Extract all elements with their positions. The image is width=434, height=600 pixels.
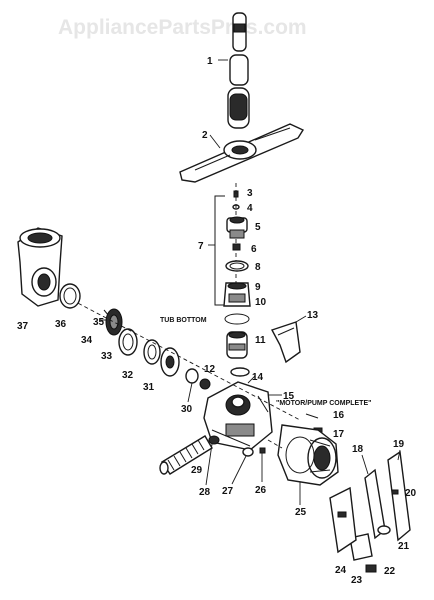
part-32-ring [143, 339, 161, 365]
callout-33: 33 [101, 351, 113, 362]
part-11-seal [226, 331, 248, 359]
callout-16: 16 [333, 410, 345, 421]
callout-29: 29 [191, 465, 203, 476]
part-28-gasket [208, 435, 220, 445]
callout-36: 36 [55, 319, 67, 330]
callout-5: 5 [255, 222, 261, 233]
part-5-hub [226, 216, 248, 239]
callout-26: 26 [255, 485, 267, 496]
callout-10: 10 [255, 297, 267, 308]
part-16-clip [305, 413, 319, 419]
callout-30: 30 [181, 404, 193, 415]
part-8-o-ring [225, 260, 249, 272]
callout-14: 14 [252, 372, 264, 383]
callout-23: 23 [351, 575, 363, 586]
callout-31: 31 [143, 382, 155, 393]
part-30-washer [185, 368, 211, 390]
callout-13: 13 [307, 310, 319, 321]
part-13-shield [270, 321, 301, 364]
part-29-drain-hose [159, 435, 213, 475]
callout-35: 35 [93, 317, 105, 328]
callout-25: 25 [295, 507, 307, 518]
callout-28: 28 [199, 487, 211, 498]
callout-20: 20 [405, 488, 417, 499]
part-27-clamp [242, 447, 254, 457]
part-26-screw [259, 447, 266, 454]
callout-6: 6 [251, 244, 257, 255]
part-35-chopper [105, 308, 123, 336]
callout-19: 19 [393, 439, 405, 450]
tub-bottom-ring [224, 313, 250, 325]
part-25-motor [277, 424, 339, 486]
callout-11: 11 [255, 335, 266, 346]
callout-18: 18 [352, 444, 364, 455]
part-1-upper-spray-tube [227, 12, 250, 129]
callout-8: 8 [255, 262, 261, 273]
watermark: AppliancePartsPros.com [58, 16, 307, 39]
part-36-hose-clamp [59, 283, 81, 309]
callout-12: 12 [204, 364, 216, 375]
callout-27: 27 [222, 486, 234, 497]
part-24-bracket [329, 486, 357, 554]
annotation-motor-pump: "MOTOR/PUMP COMPLETE" [276, 400, 371, 407]
part-31-impeller [160, 347, 180, 377]
callout-21: 21 [398, 541, 410, 552]
part-19-bracket [387, 450, 411, 542]
part-37-inlet-housing [17, 227, 63, 307]
callout-32: 32 [122, 370, 134, 381]
callout-3: 3 [247, 188, 253, 199]
callout-24: 24 [335, 565, 347, 576]
annotation-tub-bottom: TUB BOTTOM [160, 317, 207, 324]
callout-1: 1 [207, 56, 213, 67]
part-20-screw [391, 489, 399, 495]
part-9-10-housing [223, 282, 251, 307]
callout-22: 22 [384, 566, 396, 577]
callout-4: 4 [247, 203, 253, 214]
callout-37: 37 [17, 321, 29, 332]
part-12-ring [230, 367, 250, 377]
callout-34: 34 [81, 335, 93, 346]
part-6-clip [232, 243, 241, 251]
callout-2: 2 [202, 130, 208, 141]
part-22-clip [365, 564, 377, 573]
callout-17: 17 [333, 429, 345, 440]
part-2-lower-spray-arm [179, 123, 305, 183]
part-21-grommet [377, 525, 391, 535]
callout-9: 9 [255, 282, 261, 293]
callout-7: 7 [198, 241, 204, 252]
callout-15: 15 [283, 391, 295, 402]
